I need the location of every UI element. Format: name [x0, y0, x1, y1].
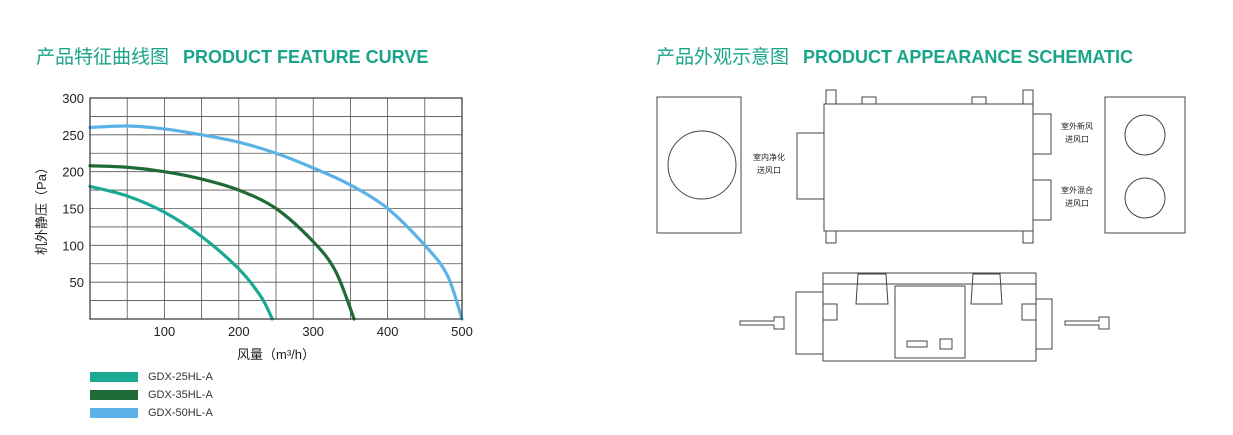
y-tick-label: 200 [62, 165, 84, 180]
side-right-spigot [1035, 298, 1053, 350]
left-duct-circle [667, 130, 737, 200]
right-spigot-lower [1032, 179, 1052, 221]
y-tick-label: 150 [62, 202, 84, 217]
feature-curve-chart: 100 200 300 400 500 50 100 150 200 250 300 风量（m³/h… [34, 91, 473, 362]
feature-curve-title-zh: 产品特征曲线图 [36, 46, 170, 68]
side-box-right [1021, 303, 1037, 321]
legend-swatch-50 [90, 407, 138, 418]
top-clip-2 [971, 96, 987, 105]
bracket-tr [1022, 89, 1034, 105]
series-line-gdx-25hl-a [88, 184, 274, 321]
appearance-schematic-title: 产品外观示意图 PRODUCT APPEARANCE SCHEMATIC [656, 42, 1133, 69]
x-tick-label: 200 [228, 324, 250, 339]
bracket-br [1022, 230, 1034, 244]
arrow-left-icon [739, 316, 785, 330]
series-line-gdx-35hl-a [88, 164, 356, 321]
side-left-spigot [795, 291, 824, 355]
control-panel [894, 285, 966, 359]
y-tick-label: 50 [70, 275, 84, 290]
legend-swatch-25 [90, 371, 138, 382]
appearance-schematic: 室内净化 送风口 室外新风 进风口 室外混合 进风口 [656, 89, 1186, 362]
x-tick-label: 300 [302, 324, 324, 339]
plot-frame [89, 97, 463, 320]
left-spigot [796, 132, 825, 200]
right-spigot-upper [1032, 113, 1052, 155]
right-duct-circle-upper [1124, 114, 1166, 156]
legend-label-35: GDX-35HL-A [148, 388, 213, 401]
chart-series [88, 124, 464, 321]
label-outdoor-mix-1: 室外混合 [1061, 185, 1093, 195]
y-tick-label: 100 [62, 238, 84, 253]
arrow-right-icon [1064, 316, 1110, 330]
top-clip-1 [861, 96, 877, 105]
legend-label-50: GDX-50HL-A [148, 406, 213, 419]
label-indoor-supply-2: 送风口 [757, 165, 781, 175]
side-hood-right [970, 273, 1003, 305]
appearance-schematic-title-en: PRODUCT APPEARANCE SCHEMATIC [803, 47, 1134, 67]
control-connector [906, 340, 928, 348]
label-outdoor-fresh-2: 进风口 [1065, 135, 1089, 144]
legend-label-25: GDX-25HL-A [148, 370, 213, 383]
label-outdoor-mix-2: 进风口 [1065, 199, 1089, 208]
legend-item: GDX-50HL-A [90, 404, 213, 421]
chart-legend: GDX-25HL-A GDX-35HL-A GDX-50HL-A [90, 368, 213, 422]
legend-swatch-35 [90, 389, 138, 400]
right-end-panel [1104, 96, 1186, 234]
legend-item: GDX-35HL-A [90, 386, 213, 403]
side-box-left [822, 303, 838, 321]
main-body-top-view [823, 103, 1034, 232]
series-line-gdx-50hl-a [88, 124, 464, 321]
label-outdoor-fresh-1: 室外新风 [1061, 121, 1093, 131]
feature-curve-title: 产品特征曲线图 PRODUCT FEATURE CURVE [36, 42, 428, 69]
control-terminal [939, 338, 953, 350]
bracket-bl [825, 230, 837, 244]
appearance-schematic-title-zh: 产品外观示意图 [656, 46, 790, 68]
chart-ticks: 100 200 300 400 500 50 100 150 200 250 300 [62, 91, 473, 339]
y-tick-label: 250 [62, 128, 84, 143]
x-tick-label: 100 [154, 324, 176, 339]
feature-curve-title-en: PRODUCT FEATURE CURVE [183, 47, 429, 67]
x-tick-label: 400 [377, 324, 399, 339]
right-duct-circle-lower [1124, 177, 1166, 219]
x-axis-label: 风量（m³/h） [237, 347, 315, 362]
bracket-tl [825, 89, 837, 105]
legend-item: GDX-25HL-A [90, 368, 213, 385]
left-end-panel [656, 96, 742, 234]
y-tick-label: 300 [62, 91, 84, 106]
label-indoor-supply-1: 室内净化 [753, 152, 785, 162]
side-hood-left [855, 273, 889, 305]
y-axis-label: 机外静压（Pa） [34, 161, 49, 255]
x-tick-label: 500 [451, 324, 473, 339]
